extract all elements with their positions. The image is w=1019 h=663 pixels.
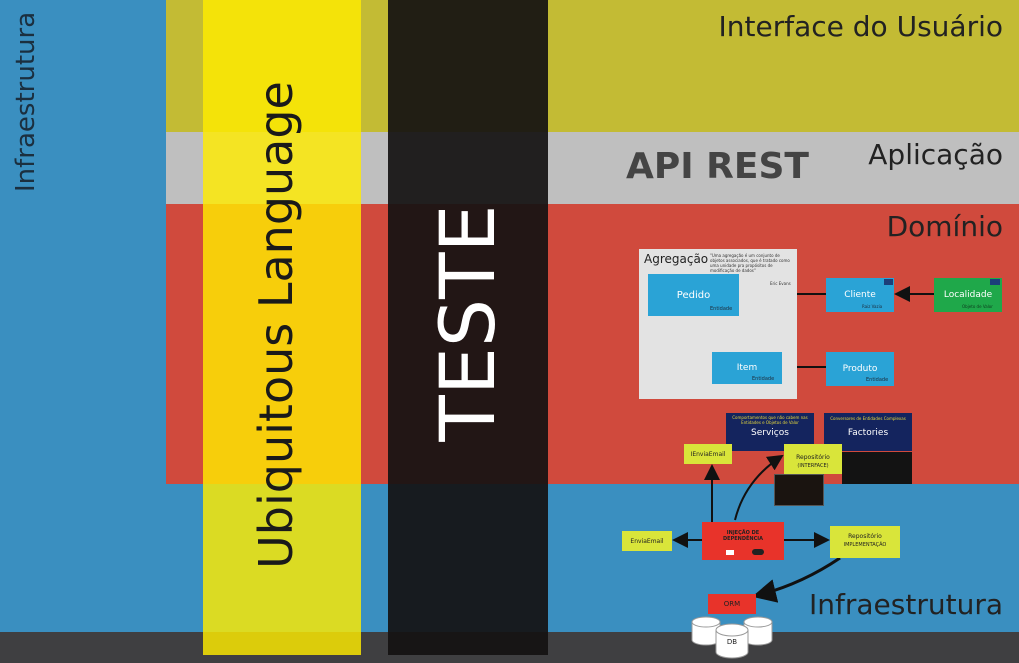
arrow-injecao-repositorio xyxy=(734,454,784,521)
repositorio-thumbnail xyxy=(774,474,824,506)
agregacao-author: Eric Evans xyxy=(770,281,791,286)
repositorio-impl-box[interactable] xyxy=(830,526,900,558)
repositorio-impl-label: Repositório xyxy=(848,533,882,540)
enviaemail-box[interactable]: EnviaEmail xyxy=(622,531,672,551)
injecao-logo-icon xyxy=(726,550,734,555)
db-label: DB xyxy=(726,638,738,646)
interface-label: Interface do Usuário xyxy=(718,10,1003,43)
servicos-label: Serviços xyxy=(751,428,789,438)
factories-label: Factories xyxy=(847,428,889,438)
enviaemail-label: EnviaEmail xyxy=(630,537,664,545)
ubiquitous-column xyxy=(203,0,361,655)
arrow-repoimpl-orm xyxy=(752,556,841,603)
orm-label: ORM xyxy=(723,600,741,608)
infra-bottom-label: Infraestrutura xyxy=(809,588,1003,621)
ienviaemail-label: IEnviaEmail xyxy=(690,450,726,458)
agregacao-quote: "Uma agregação é um conjunto de objetos … xyxy=(710,253,790,273)
repositorio-interface-box[interactable] xyxy=(784,444,842,474)
item-sub: Entidade xyxy=(752,376,775,382)
cliente-corner-icon xyxy=(884,279,893,285)
pedido-sub: Entidade xyxy=(710,306,733,312)
db-cylinders-icon xyxy=(691,616,773,659)
cliente-sub: Raiz Vazia xyxy=(862,304,883,309)
dominio-label: Domínio xyxy=(886,210,1003,243)
api-rest-label: API REST xyxy=(626,146,809,187)
item-box[interactable]: Item xyxy=(712,352,782,384)
servicos-caption: Comportamentos que não cabem nas Entidad… xyxy=(732,415,808,425)
localidade-sub: Objeto de Valor xyxy=(962,304,993,309)
localidade-label: Localidade xyxy=(943,290,993,300)
orm-box[interactable]: ORM xyxy=(708,594,756,614)
produto-label: Produto xyxy=(842,364,878,374)
infra-left-band xyxy=(0,0,166,632)
agregacao-title: Agregação xyxy=(644,252,709,266)
cliente-box[interactable]: Cliente xyxy=(826,278,894,312)
teste-column xyxy=(388,0,548,655)
pedido-label: Pedido xyxy=(676,289,711,301)
ienviaemail-box[interactable]: IEnviaEmail xyxy=(684,444,732,464)
localidade-corner-icon xyxy=(990,279,1000,285)
injecao-cloud-icon xyxy=(752,549,764,555)
injecao-box[interactable] xyxy=(702,522,784,560)
localidade-box[interactable]: Localidade xyxy=(934,278,1002,312)
repositorio-interface-label: Repositório xyxy=(796,454,830,461)
repositorio-interface-sub: (INTERFACE) xyxy=(797,463,829,469)
factories-code-panel xyxy=(842,452,912,484)
produto-box[interactable]: Produto xyxy=(826,352,894,386)
repositorio-impl-sub: IMPLEMENTAÇÃO xyxy=(843,542,887,548)
item-label: Item xyxy=(736,363,758,373)
cliente-label: Cliente xyxy=(844,290,876,300)
aplicacao-label: Aplicação xyxy=(868,138,1003,171)
produto-sub: Entidade xyxy=(866,377,889,383)
pedido-box[interactable]: Pedido xyxy=(648,274,739,316)
factories-caption: Conversores de Entidades Complexas xyxy=(830,416,906,421)
injecao-label: INJEÇÃO DE DEPENDÊNCIA xyxy=(723,530,763,542)
